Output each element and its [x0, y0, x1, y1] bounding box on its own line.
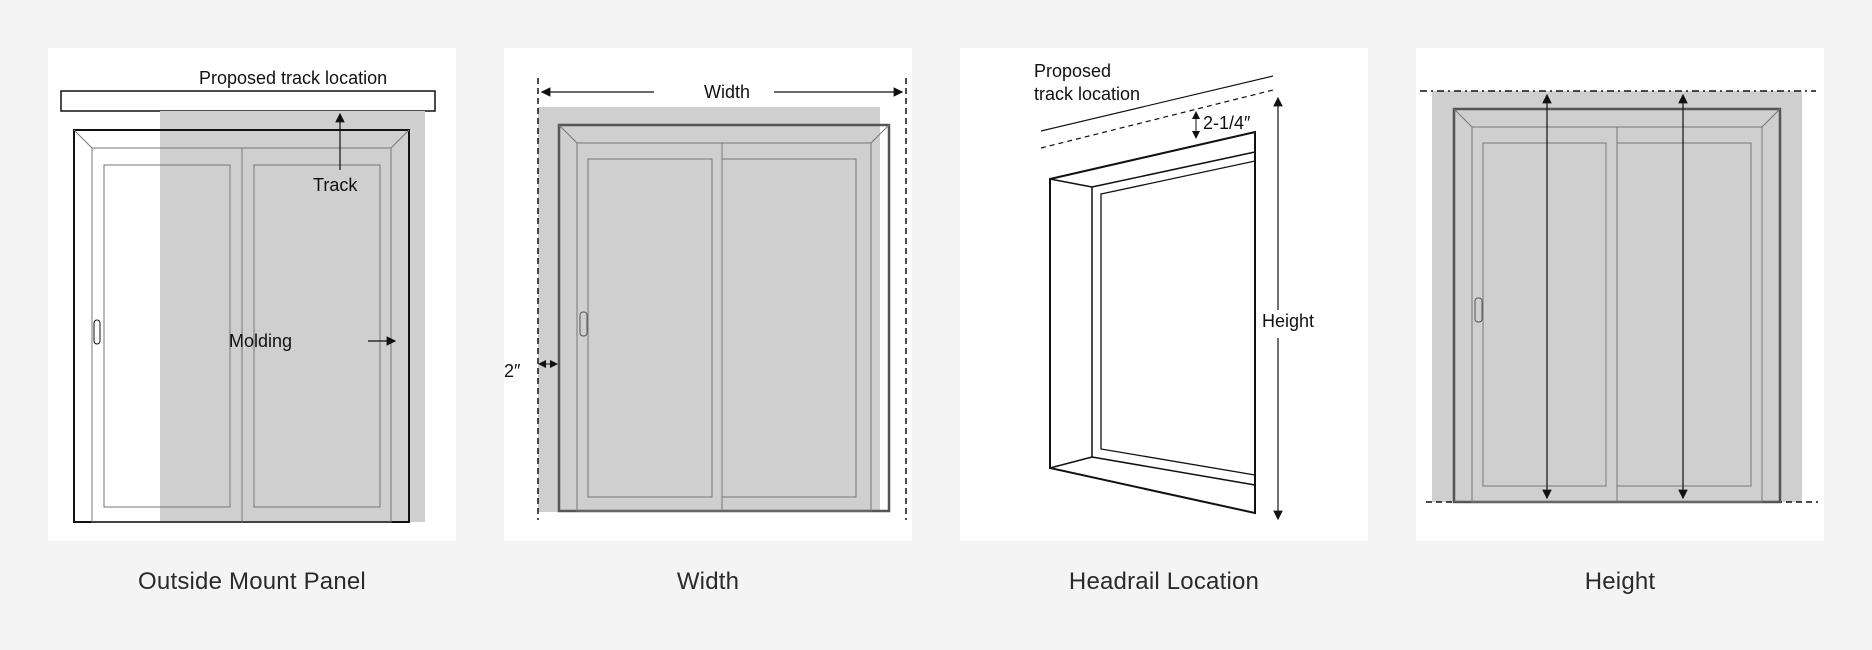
- caption-width: Width: [676, 568, 740, 595]
- width-diagram: Width 2″: [504, 78, 907, 520]
- caption-headrail: Headrail Location: [1068, 568, 1260, 595]
- caption-outside-mount: Outside Mount Panel: [138, 568, 366, 595]
- label-proposed-line1: Proposed: [1034, 61, 1111, 81]
- window-frame: [1049, 130, 1256, 515]
- shade-panel: [160, 111, 425, 522]
- panel-width: Width 2″: [504, 48, 912, 541]
- label-track: Track: [313, 175, 358, 195]
- panel-outside-mount: Proposed track location Track Molding: [48, 48, 456, 541]
- door-handle: [1474, 297, 1483, 323]
- door-handle: [93, 319, 101, 345]
- track-bar: [60, 90, 436, 112]
- label-molding: Molding: [229, 331, 292, 351]
- outside-mount-diagram: Proposed track location Track Molding: [60, 68, 436, 523]
- caption-height: Height: [1584, 568, 1656, 595]
- door-handle: [579, 311, 588, 337]
- label-offset: 2″: [504, 361, 521, 381]
- label-width: Width: [704, 82, 750, 102]
- panel-height: [1416, 48, 1824, 541]
- label-gap: 2-1/4″: [1203, 113, 1251, 133]
- height-diagram: [1420, 90, 1818, 504]
- label-proposed-track: Proposed track location: [199, 68, 387, 88]
- label-height: Height: [1262, 311, 1314, 331]
- panel-headrail: Proposed track location 2-1/4″ Height: [960, 48, 1368, 541]
- headrail-diagram: Proposed track location 2-1/4″ Height: [1034, 61, 1319, 521]
- shade-panel: [538, 107, 880, 512]
- label-proposed-line2: track location: [1034, 84, 1140, 104]
